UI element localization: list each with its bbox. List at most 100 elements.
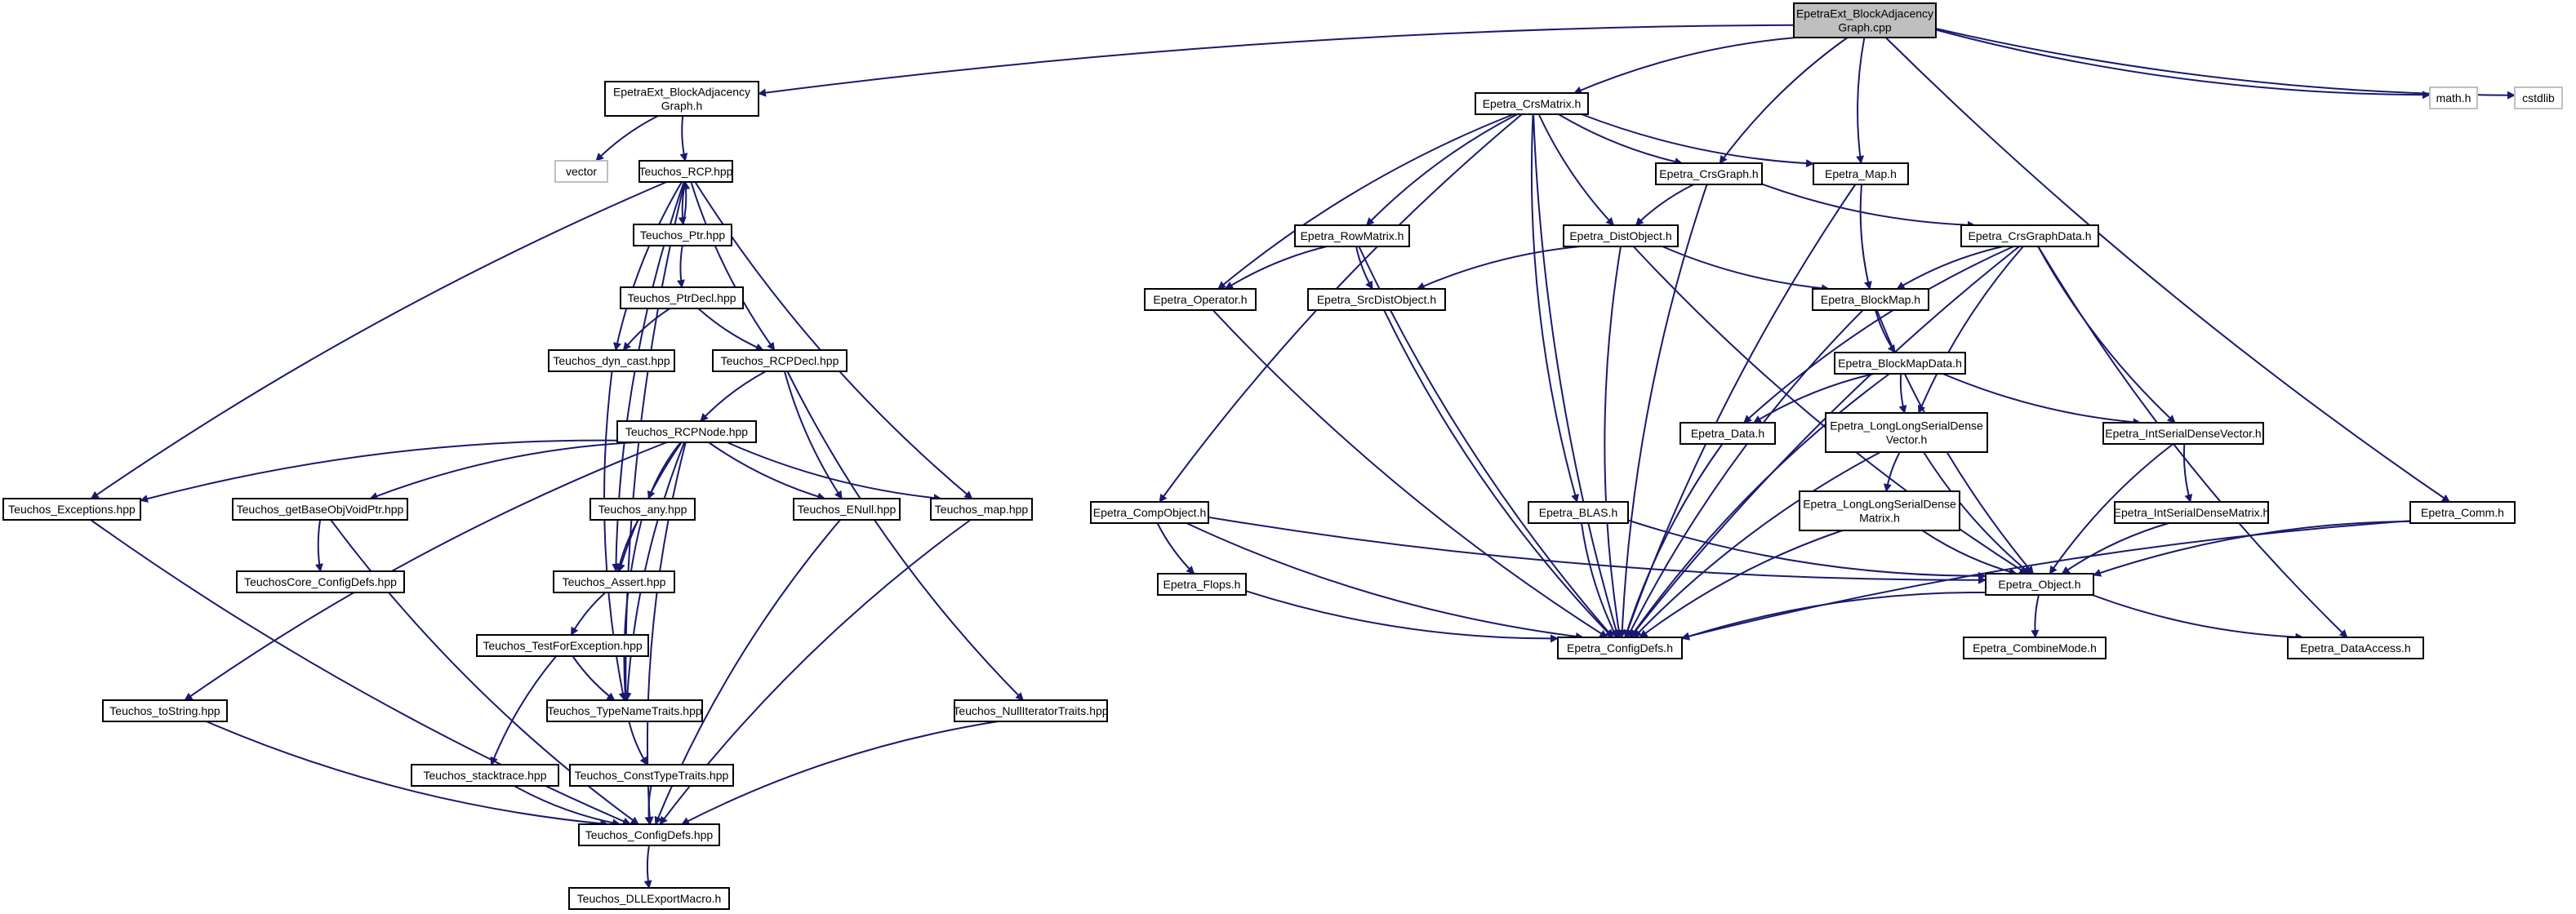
node-teuchos-rcpnode-hpp[interactable]: Teuchos_RCPNode.hpp xyxy=(616,420,757,443)
node-teuchos-rcpdecl-hpp[interactable]: Teuchos_RCPDecl.hpp xyxy=(712,349,848,372)
node-box xyxy=(1528,501,1629,524)
node-teuchos-dyn-cast-hpp[interactable]: Teuchos_dyn_cast.hpp xyxy=(548,349,675,372)
node-teuchos-stacktrace-hpp[interactable]: Teuchos_stacktrace.hpp xyxy=(411,764,559,787)
edge-crsgraph-to-crsgraphdata xyxy=(1761,183,1976,229)
node-label: Epetra_Flops.h xyxy=(1163,578,1241,591)
node-label: Epetra_BLAS.h xyxy=(1539,506,1618,519)
node-box xyxy=(2114,501,2269,524)
node-label: Teuchos_RCPDecl.hpp xyxy=(721,354,839,367)
node-teuchos-ptrdecl-hpp[interactable]: Teuchos_PtrDecl.hpp xyxy=(620,286,744,309)
node-label: Epetra_Object.h xyxy=(1998,578,2080,591)
edge-distobject-to-eobject xyxy=(1632,246,2028,575)
node-box xyxy=(102,699,228,722)
node-epetra-flops-h[interactable]: Epetra_Flops.h xyxy=(1157,573,1247,596)
edge-llsdv-to-econfig xyxy=(1633,451,1881,638)
node-epetra-rowmatrix-h[interactable]: Epetra_RowMatrix.h xyxy=(1294,224,1410,247)
edge-crsmatrix-to-distobject xyxy=(1537,113,1615,226)
node-teuchos-exceptions-hpp[interactable]: Teuchos_Exceptions.hpp xyxy=(2,498,141,521)
node-teuchos-getbaseobjvoidptr-hpp[interactable]: Teuchos_getBaseObjVoidPtr.hpp xyxy=(232,498,408,521)
node-box xyxy=(616,420,757,443)
node-cstdlib[interactable]: cstdlib xyxy=(2514,87,2563,109)
node-label: Teuchos_RCP.hpp xyxy=(639,165,733,178)
node-label: Epetra_CrsMatrix.h xyxy=(1483,97,1582,110)
node-label: Teuchos_dyn_cast.hpp xyxy=(553,354,670,367)
node-box xyxy=(1825,412,1988,453)
node-label: TeuchosCore_ConfigDefs.hpp xyxy=(244,575,397,588)
node-vector[interactable]: vector xyxy=(554,160,608,183)
edge-compobject-to-eobject xyxy=(1208,516,1987,584)
edge-nulliter-to-tconfig xyxy=(681,721,999,825)
node-box xyxy=(1985,573,2094,596)
node-teuchoscore-configdefs-hpp[interactable]: TeuchosCore_ConfigDefs.hpp xyxy=(236,570,405,593)
node-teuchos-assert-hpp[interactable]: Teuchos_Assert.hpp xyxy=(553,570,675,593)
node-label: Epetra_Comm.h xyxy=(2421,506,2504,519)
edge-rcpdecl-to-enull xyxy=(783,370,843,499)
node-box xyxy=(569,764,734,787)
edge-blas-to-eobject xyxy=(1627,519,1987,580)
node-teuchos-map-hpp[interactable]: Teuchos_map.hpp xyxy=(930,498,1033,521)
node-epetra-compobject-h[interactable]: Epetra_CompObject.h xyxy=(1090,501,1209,524)
node-epetra-crsgraphdata-h[interactable]: Epetra_CrsGraphData.h xyxy=(1960,224,2099,247)
node-epetra-configdefs-h[interactable]: Epetra_ConfigDefs.h xyxy=(1557,637,1683,659)
node-teuchos-ptr-hpp[interactable]: Teuchos_Ptr.hpp xyxy=(633,224,732,246)
node-teuchos-any-hpp[interactable]: Teuchos_any.hpp xyxy=(589,498,696,521)
node-epetra-object-h[interactable]: Epetra_Object.h xyxy=(1985,573,2094,596)
node-teuchos-nulliteratortraits-hpp[interactable]: Teuchos_NullIteratorTraits.hpp xyxy=(953,699,1109,722)
node-label: Teuchos_TypeNameTraits.hpp xyxy=(547,704,702,717)
node-label: Epetra_DataAccess.h xyxy=(2300,641,2410,654)
edge-rcpnode-to-exceptions xyxy=(140,439,618,503)
edge-srcdist-to-econfig xyxy=(1383,309,1613,638)
node-label: Epetra_DistObject.h xyxy=(1569,229,1671,242)
edge-ptr-to-ptrdecl xyxy=(676,245,685,288)
node-epetra-blas-h[interactable]: Epetra_BLAS.h xyxy=(1528,501,1629,524)
node-label: Epetra_IntSerialDenseVector.h xyxy=(2105,427,2261,440)
node-epetra-crsmatrix-h[interactable]: Epetra_CrsMatrix.h xyxy=(1475,92,1589,115)
node-box xyxy=(1144,288,1257,311)
edge-llsdm-to-econfig xyxy=(1639,530,1843,638)
node-teuchos-configdefs-hpp[interactable]: Teuchos_ConfigDefs.hpp xyxy=(578,823,720,846)
edge-testfor-to-typename xyxy=(572,655,616,701)
node-epetra-intserialdensevector-h[interactable]: Epetra_IntSerialDenseVector.h xyxy=(2102,422,2264,445)
node-teuchos-tostring-hpp[interactable]: Teuchos_toString.hpp xyxy=(102,699,228,722)
node-epetra-combinemode-h[interactable]: Epetra_CombineMode.h xyxy=(1963,637,2107,659)
node-epetra-map-h[interactable]: Epetra_Map.h xyxy=(1813,162,1909,185)
node-box xyxy=(578,823,720,846)
node-epetra-blockmap-h[interactable]: Epetra_BlockMap.h xyxy=(1812,288,1929,311)
node-epetra-data-h[interactable]: Epetra_Data.h xyxy=(1680,422,1776,445)
node-label: Epetra_Data.h xyxy=(1691,427,1764,440)
node-epetra-crsgraph-h[interactable]: Epetra_CrsGraph.h xyxy=(1655,162,1763,185)
node-box xyxy=(1557,637,1683,659)
node-label: Teuchos_ConfigDefs.hpp xyxy=(585,828,714,841)
node-epetra-comm-h[interactable]: Epetra_Comm.h xyxy=(2409,501,2516,524)
node-label: EpetraExt_BlockAdjacency xyxy=(613,86,750,99)
node-label: Epetra_LongLongSerialDense xyxy=(1830,419,1983,433)
edge-root-to-bag_h xyxy=(758,24,1795,97)
node-epetra-operator-h[interactable]: Epetra_Operator.h xyxy=(1144,288,1257,311)
edge-root-to-math_h xyxy=(1935,29,2431,100)
node-teuchos-testforexception-hpp[interactable]: Teuchos_TestForException.hpp xyxy=(476,634,649,657)
node-math-h[interactable]: math.h xyxy=(2429,87,2478,109)
node-teuchos-typenametraits-hpp[interactable]: Teuchos_TypeNameTraits.hpp xyxy=(546,699,703,722)
node-epetra-intserialdensematrix-h[interactable]: Epetra_IntSerialDenseMatrix.h xyxy=(2114,501,2270,524)
node-teuchos-dllexportmacro-h[interactable]: Teuchos_DLLExportMacro.h xyxy=(568,887,730,910)
node-epetra-blockmapdata-h[interactable]: Epetra_BlockMapData.h xyxy=(1834,352,1966,375)
edge-rcp-to-exceptions xyxy=(90,181,667,499)
node-label: EpetraExt_BlockAdjacency xyxy=(1796,7,1933,20)
node-box xyxy=(712,349,848,372)
node-epetra-srcdistobject-h[interactable]: Epetra_SrcDistObject.h xyxy=(1307,288,1446,311)
node-epetra-distobject-h[interactable]: Epetra_DistObject.h xyxy=(1563,224,1679,247)
node-teuchos-rcp-hpp[interactable]: Teuchos_RCP.hpp xyxy=(638,160,733,183)
node-label: Teuchos_ConstTypeTraits.hpp xyxy=(575,769,729,782)
node-label: Teuchos_any.hpp xyxy=(598,503,687,516)
node-teuchos-enull-hpp[interactable]: Teuchos_ENull.hpp xyxy=(793,498,901,521)
node-teuchos-consttypetraits-hpp[interactable]: Teuchos_ConstTypeTraits.hpp xyxy=(569,764,734,787)
edge-crsgraphdata-to-edata xyxy=(1743,246,2014,424)
node-epetra-dataaccess-h[interactable]: Epetra_DataAccess.h xyxy=(2287,637,2424,659)
edge-comm-to-econfig xyxy=(1681,520,2411,641)
